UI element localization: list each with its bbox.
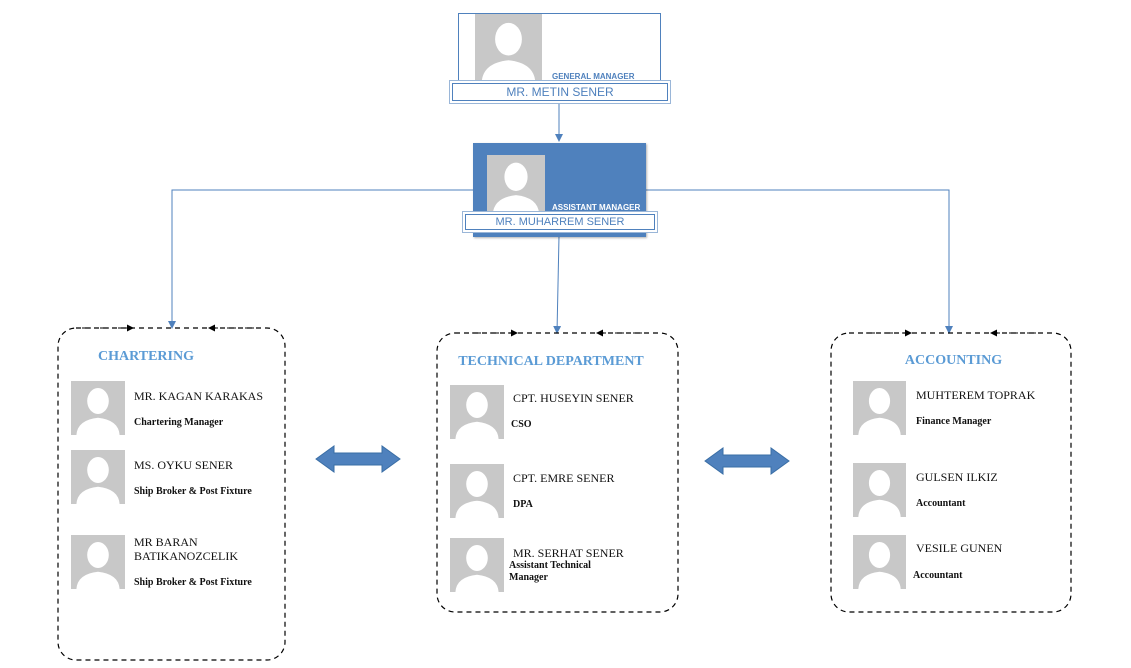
member-role: Ship Broker & Post Fixture <box>134 486 252 497</box>
assistant-manager-avatar <box>487 155 545 214</box>
member-role: Ship Broker & Post Fixture <box>134 577 252 588</box>
member-avatar <box>450 538 504 592</box>
member-name: VESILE GUNEN <box>916 541 1003 555</box>
double-arrow-technical-accounting <box>704 447 790 475</box>
member-role: Chartering Manager <box>134 417 224 428</box>
connector-assistant-to-technical <box>553 235 562 334</box>
connector-assistant-to-chartering <box>168 189 473 329</box>
person-icon <box>853 381 906 435</box>
member-name-line1: MR BARAN <box>134 535 198 549</box>
member-role-line2: Manager <box>509 572 548 583</box>
person-icon <box>71 450 125 504</box>
member-avatar <box>853 535 906 589</box>
member-role: Accountant <box>916 498 966 509</box>
technical-frame <box>436 332 679 613</box>
person-icon <box>450 464 504 518</box>
general-manager-title: GENERAL MANAGER <box>552 72 635 81</box>
chartering-title: CHARTERING <box>98 349 194 364</box>
member-avatar <box>853 463 906 517</box>
assistant-manager-title: ASSISTANT MANAGER <box>552 203 641 212</box>
chartering-frame <box>57 327 286 661</box>
member-role: DPA <box>513 499 533 510</box>
member-avatar <box>71 535 125 589</box>
member-name: CPT. HUSEYIN SENER <box>513 391 634 405</box>
person-icon <box>853 535 906 589</box>
accounting-frame <box>830 332 1072 613</box>
connector-assistant-to-accounting <box>646 189 953 334</box>
double-arrow-chartering-technical <box>315 445 401 473</box>
member-avatar <box>450 385 504 439</box>
member-name: MR. KAGAN KARAKAS <box>134 389 264 403</box>
person-icon <box>487 155 545 214</box>
person-icon <box>853 463 906 517</box>
member-name: CPT. EMRE SENER <box>513 471 615 485</box>
general-manager-avatar <box>475 14 542 82</box>
member-name: MUHTEREM TOPRAK <box>916 388 1036 402</box>
person-icon <box>450 385 504 439</box>
member-name: MR. SERHAT SENER <box>513 546 624 560</box>
general-manager-name: MR. METIN SENER <box>452 83 668 101</box>
member-name: MS. OYKU SENER <box>134 458 234 472</box>
member-role: CSO <box>511 419 532 430</box>
member-role: Accountant <box>913 570 963 581</box>
technical-title: TECHNICAL DEPARTMENT <box>458 354 644 369</box>
member-name-line2: BATIKANOZCELIK <box>134 549 238 563</box>
member-avatar <box>71 381 125 435</box>
member-name: GULSEN ILKIZ <box>916 470 998 484</box>
member-avatar <box>853 381 906 435</box>
person-icon <box>71 381 125 435</box>
member-avatar <box>71 450 125 504</box>
person-icon <box>450 538 504 592</box>
assistant-manager-name: MR. MUHARREM SENER <box>465 214 655 230</box>
person-icon <box>475 14 542 82</box>
member-avatar <box>450 464 504 518</box>
member-role: Finance Manager <box>916 416 992 427</box>
member-role-line1: Assistant Technical <box>509 560 591 571</box>
person-icon <box>71 535 125 589</box>
accounting-title: ACCOUNTING <box>904 353 1003 368</box>
